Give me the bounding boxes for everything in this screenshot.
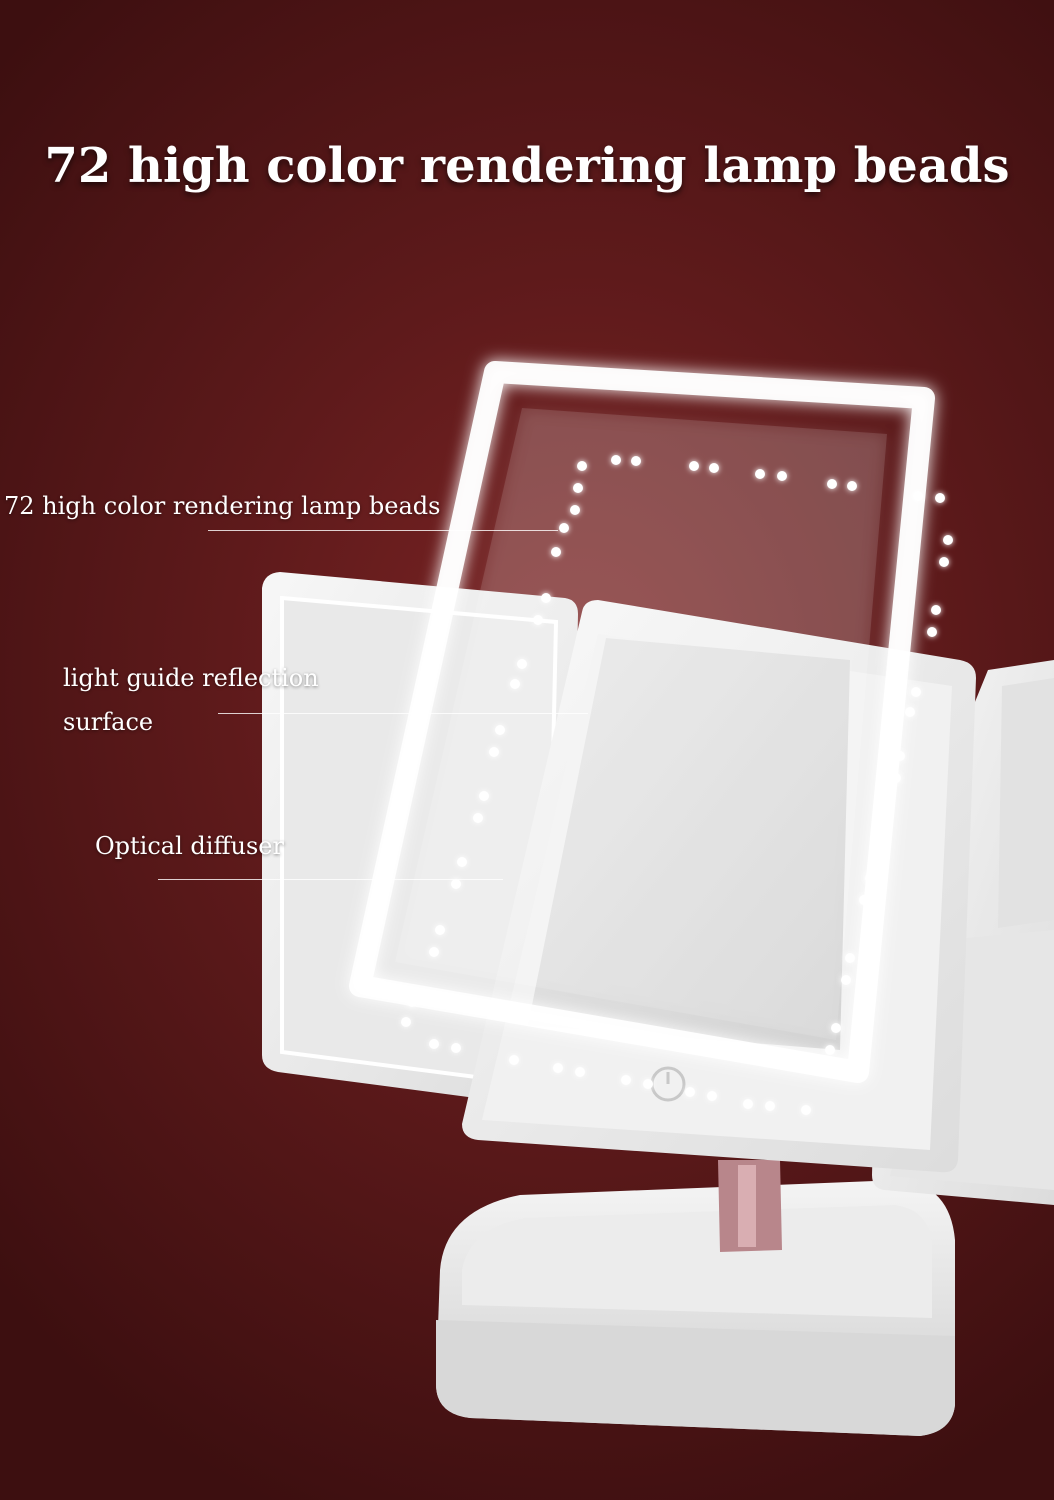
callout-light-guide: light guide reflection surface: [63, 656, 319, 744]
callout-lamp-beads-text: 72 high color rendering lamp beads: [4, 492, 441, 520]
leader-line-lamp-beads: [208, 530, 558, 531]
callout-lamp-beads: 72 high color rendering lamp beads: [4, 484, 440, 528]
callout-light-guide-line1: light guide reflection: [63, 664, 319, 692]
led-beads: [401, 455, 953, 1115]
callout-optical-diffuser-text: Optical diffuser: [95, 832, 284, 860]
stand-stem: [718, 1160, 782, 1252]
callout-optical-diffuser: Optical diffuser: [95, 824, 284, 868]
mirror-base: [436, 1180, 955, 1436]
headline: 72 high color rendering lamp beads: [44, 138, 1010, 194]
leader-line-optical-diffuser: [158, 879, 503, 880]
callout-light-guide-line2: surface: [63, 708, 154, 736]
light-guide-frame: [349, 361, 935, 1083]
leader-line-light-guide: [218, 713, 588, 714]
